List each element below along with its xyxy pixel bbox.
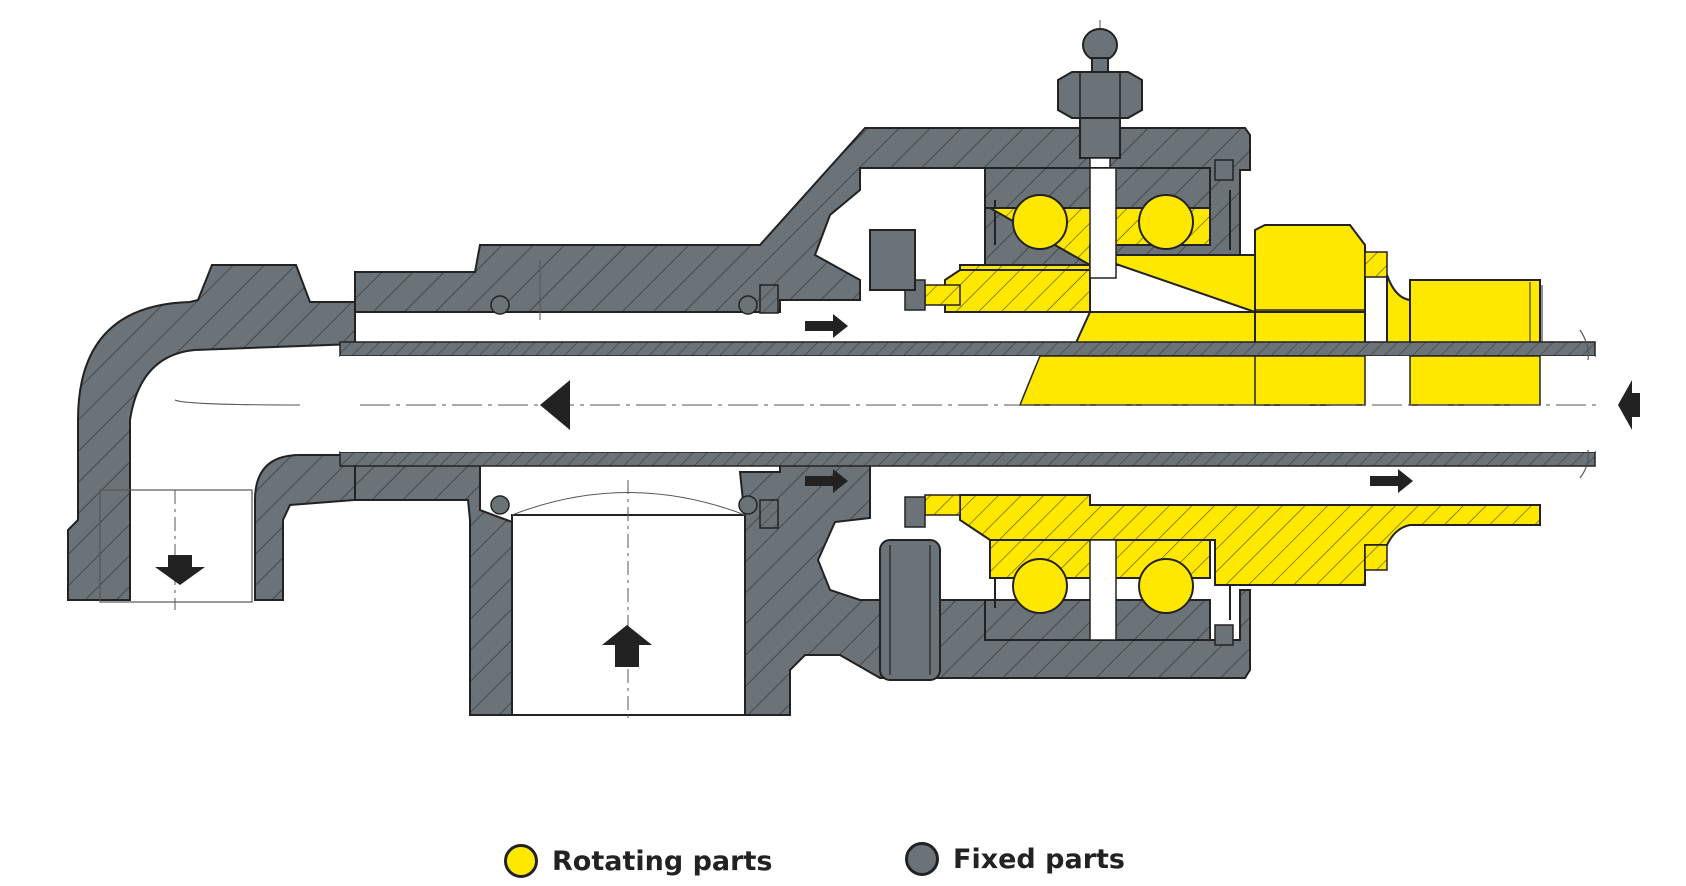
fixed-swatch-icon <box>905 842 939 876</box>
bearing-balls <box>1012 167 1194 641</box>
rotating-swatch-icon <box>504 844 538 878</box>
elbow-fitting <box>67 264 356 603</box>
arrow-icon <box>1370 469 1413 493</box>
arrow-icon <box>540 380 570 430</box>
siphon-tube <box>339 329 1596 479</box>
legend-label-fixed: Fixed parts <box>953 843 1125 875</box>
bearing-ball <box>1138 558 1194 614</box>
seals <box>490 229 926 529</box>
arrow-icon <box>805 469 848 493</box>
legend: Rotating parts Fixed parts <box>0 836 1686 886</box>
flow-arrows <box>155 314 1640 667</box>
arrow-icon <box>602 625 652 667</box>
bearing-ball <box>1012 558 1068 614</box>
bearing-ball <box>1138 194 1194 250</box>
legend-item-fixed: Fixed parts <box>905 842 1125 876</box>
arrow-icon <box>805 314 848 338</box>
legend-item-rotating: Rotating parts <box>504 844 772 878</box>
arrow-icon <box>155 555 205 585</box>
set-screw <box>879 539 941 681</box>
bearing-ball <box>1012 194 1068 250</box>
arrow-icon <box>1618 380 1640 430</box>
rotary-joint-cross-section <box>67 20 1640 722</box>
legend-label-rotating: Rotating parts <box>552 845 773 877</box>
